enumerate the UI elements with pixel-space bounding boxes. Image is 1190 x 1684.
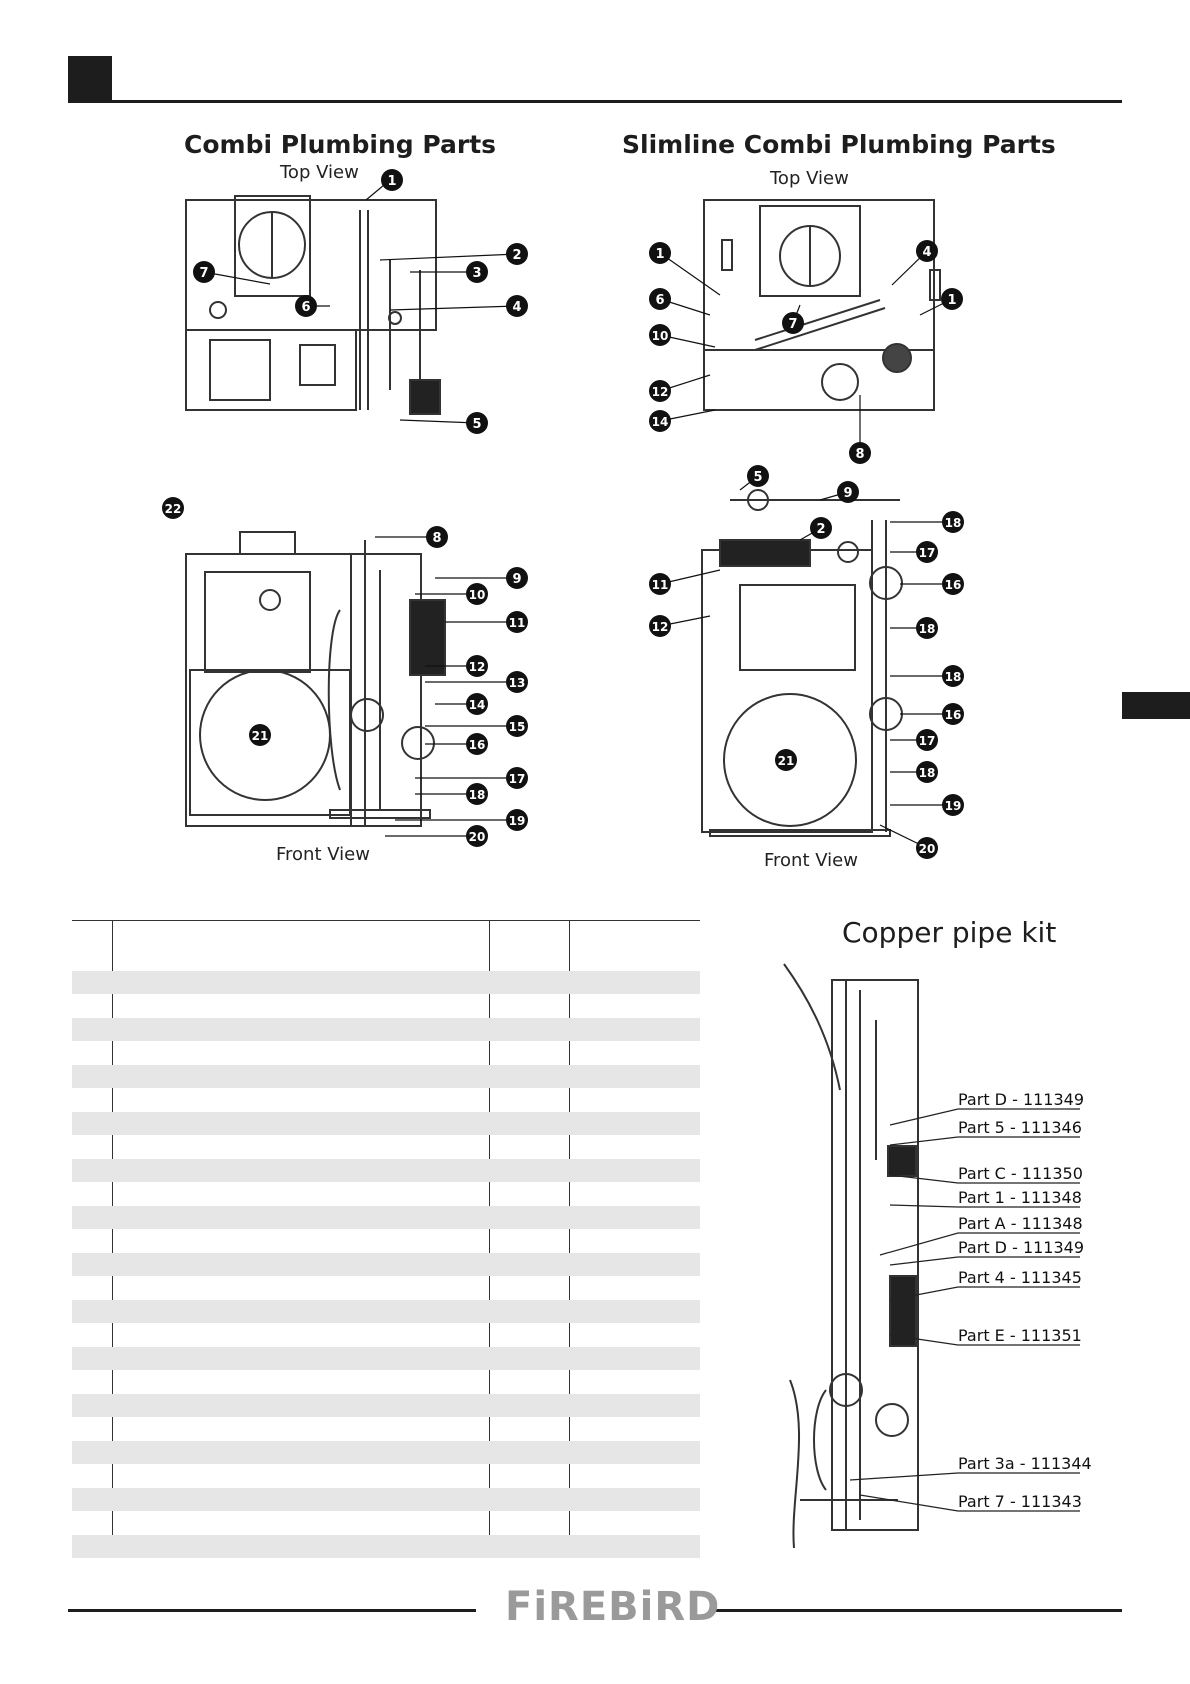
callout-label: 6 xyxy=(655,293,664,308)
combi-top-view-diagram xyxy=(185,195,441,415)
callout-label: 2 xyxy=(512,248,521,263)
callout-label: 12 xyxy=(652,385,669,399)
callout-label: 1 xyxy=(387,174,396,189)
callout-label: 17 xyxy=(919,734,936,748)
table-row xyxy=(72,1112,700,1135)
footer-rule-left xyxy=(68,1609,476,1612)
copper-part-label: Part 3a - 111344 xyxy=(958,1454,1092,1473)
callout-label: 18 xyxy=(919,622,936,636)
combi-top-callouts: 1 2 3 4 5 6 7 xyxy=(193,169,528,434)
callout-label: 15 xyxy=(509,720,526,734)
copper-part-label: Part 4 - 111345 xyxy=(958,1268,1082,1287)
callout-label: 20 xyxy=(469,830,486,844)
callout-label: 21 xyxy=(778,754,795,768)
copper-kit-title: Copper pipe kit xyxy=(842,916,1057,949)
callout-label: 16 xyxy=(945,578,962,592)
callout-label: 22 xyxy=(165,502,182,516)
slimline-front-view-label: Front View xyxy=(764,850,858,871)
header-block xyxy=(68,56,112,100)
callout-label: 19 xyxy=(509,814,526,828)
callout-label: 10 xyxy=(652,329,669,343)
copper-part-label: Part 1 - 111348 xyxy=(958,1188,1082,1207)
table-row xyxy=(72,1018,700,1041)
table-column-divider xyxy=(112,920,113,1558)
table-row xyxy=(72,1535,700,1558)
copper-kit-leaders xyxy=(850,1108,1080,1512)
copper-part-label: Part E - 111351 xyxy=(958,1326,1082,1345)
slimline-top-view-label: Top View xyxy=(770,168,849,189)
callout-label: 14 xyxy=(652,415,669,429)
copper-part-label: Part 7 - 111343 xyxy=(958,1492,1082,1511)
callout-label: 7 xyxy=(788,317,797,332)
callout-label: 8 xyxy=(432,531,441,546)
copper-kit-diagram xyxy=(783,963,919,1549)
callout-label: 9 xyxy=(512,572,521,587)
combi-title: Combi Plumbing Parts xyxy=(184,130,497,159)
callout-label: 17 xyxy=(509,772,526,786)
table-column-divider xyxy=(569,920,570,1558)
side-tab-marker xyxy=(1122,692,1190,719)
table-row xyxy=(72,1253,700,1276)
callout-label: 5 xyxy=(472,417,481,432)
table-row xyxy=(72,1065,700,1088)
callout-label: 3 xyxy=(472,266,481,281)
callout-label: 13 xyxy=(509,676,526,690)
callout-label: 21 xyxy=(252,729,269,743)
combi-front-view-label: Front View xyxy=(276,844,370,865)
copper-part-label: Part D - 111349 xyxy=(958,1090,1085,1109)
callout-label: 14 xyxy=(469,698,486,712)
table-row xyxy=(72,971,700,994)
table-column-divider xyxy=(489,920,490,1558)
slimline-top-callouts: 1 1 4 6 7 8 10 12 14 xyxy=(649,240,963,464)
callout-label: 2 xyxy=(816,522,825,537)
callout-label: 18 xyxy=(945,670,962,684)
slimline-front-view-diagram xyxy=(701,489,903,837)
copper-part-label: Part C - 111350 xyxy=(958,1164,1083,1183)
callout-label: 12 xyxy=(469,660,486,674)
slimline-title: Slimline Combi Plumbing Parts xyxy=(622,130,1056,159)
callout-label: 20 xyxy=(919,842,936,856)
table-row xyxy=(72,1441,700,1464)
callout-label: 16 xyxy=(469,738,486,752)
table-row xyxy=(72,1159,700,1182)
callout-label: 1 xyxy=(655,247,664,262)
slimline-top-view-diagram xyxy=(703,199,941,411)
firebird-logo: FiREBiRD xyxy=(505,1584,721,1630)
footer-rule-right xyxy=(714,1609,1122,1612)
callout-label: 6 xyxy=(301,300,310,315)
callout-label: 19 xyxy=(945,799,962,813)
copper-part-label: Part 5 - 111346 xyxy=(958,1118,1082,1137)
callout-label: 5 xyxy=(753,470,762,485)
table-row xyxy=(72,1206,700,1229)
callout-label: 4 xyxy=(922,245,931,260)
table-row xyxy=(72,1347,700,1370)
combi-top-view-label: Top View xyxy=(280,162,359,183)
callout-label: 10 xyxy=(469,588,486,602)
callout-label: 1 xyxy=(947,293,956,308)
copper-part-label: Part A - 111348 xyxy=(958,1214,1083,1233)
combi-front-callouts: 8 9 10 11 12 13 14 15 16 17 18 19 20 21 … xyxy=(162,497,528,847)
callout-label: 4 xyxy=(512,300,521,315)
copper-part-label: Part D - 111349 xyxy=(958,1238,1085,1257)
callout-label: 11 xyxy=(509,616,526,630)
callout-label: 18 xyxy=(469,788,486,802)
parts-table xyxy=(72,920,700,1558)
callout-label: 9 xyxy=(843,486,852,501)
callout-label: 12 xyxy=(652,620,669,634)
callout-label: 16 xyxy=(945,708,962,722)
callout-label: 18 xyxy=(919,766,936,780)
callout-label: 17 xyxy=(919,546,936,560)
combi-front-view-diagram xyxy=(185,531,446,827)
table-top-rule xyxy=(72,920,700,921)
callout-label: 7 xyxy=(199,266,208,281)
table-row xyxy=(72,1488,700,1511)
table-row xyxy=(72,1300,700,1323)
slimline-front-callouts: 2 5 9 11 12 16 16 17 17 18 18 18 18 19 2… xyxy=(649,465,964,859)
header-rule xyxy=(68,100,1122,103)
callout-label: 11 xyxy=(652,578,669,592)
callout-label: 8 xyxy=(855,447,864,462)
table-row xyxy=(72,1394,700,1417)
callout-label: 18 xyxy=(945,516,962,530)
